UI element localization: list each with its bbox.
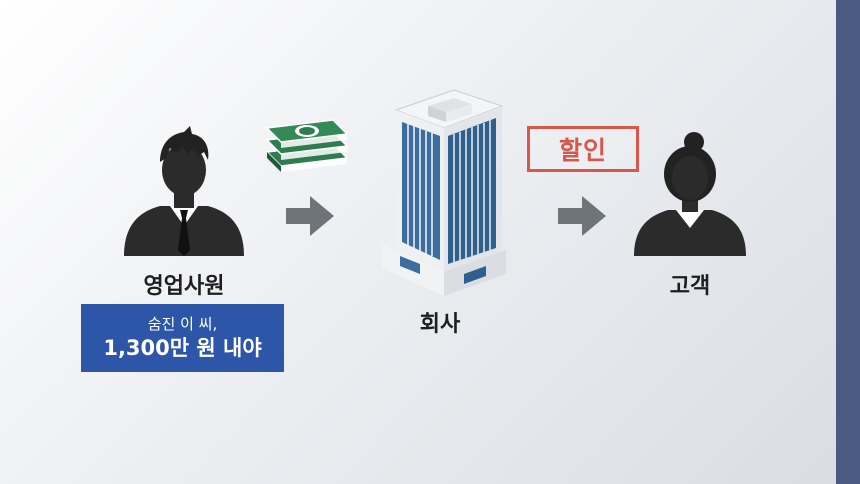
customer-icon: [634, 132, 746, 256]
customer-label: 고객: [669, 274, 711, 299]
money-stack-icon: [265, 119, 349, 172]
caption-box: 숨진 이 씨, 1,300만 원 내야: [81, 304, 284, 372]
caption-line-1: 숨진 이 씨,: [147, 315, 218, 333]
right-edge-bar: [836, 0, 860, 484]
office-building-icon: [382, 89, 506, 296]
caption-line-2: 1,300만 원 내야: [103, 336, 262, 360]
arrow-right-icon: [286, 196, 334, 236]
arrow-right-icon: [558, 196, 606, 236]
salesperson-icon: [124, 126, 244, 256]
discount-stamp: 할인: [527, 126, 639, 172]
company-label: 회사: [419, 312, 461, 337]
salesperson-label: 영업사원: [143, 274, 225, 299]
